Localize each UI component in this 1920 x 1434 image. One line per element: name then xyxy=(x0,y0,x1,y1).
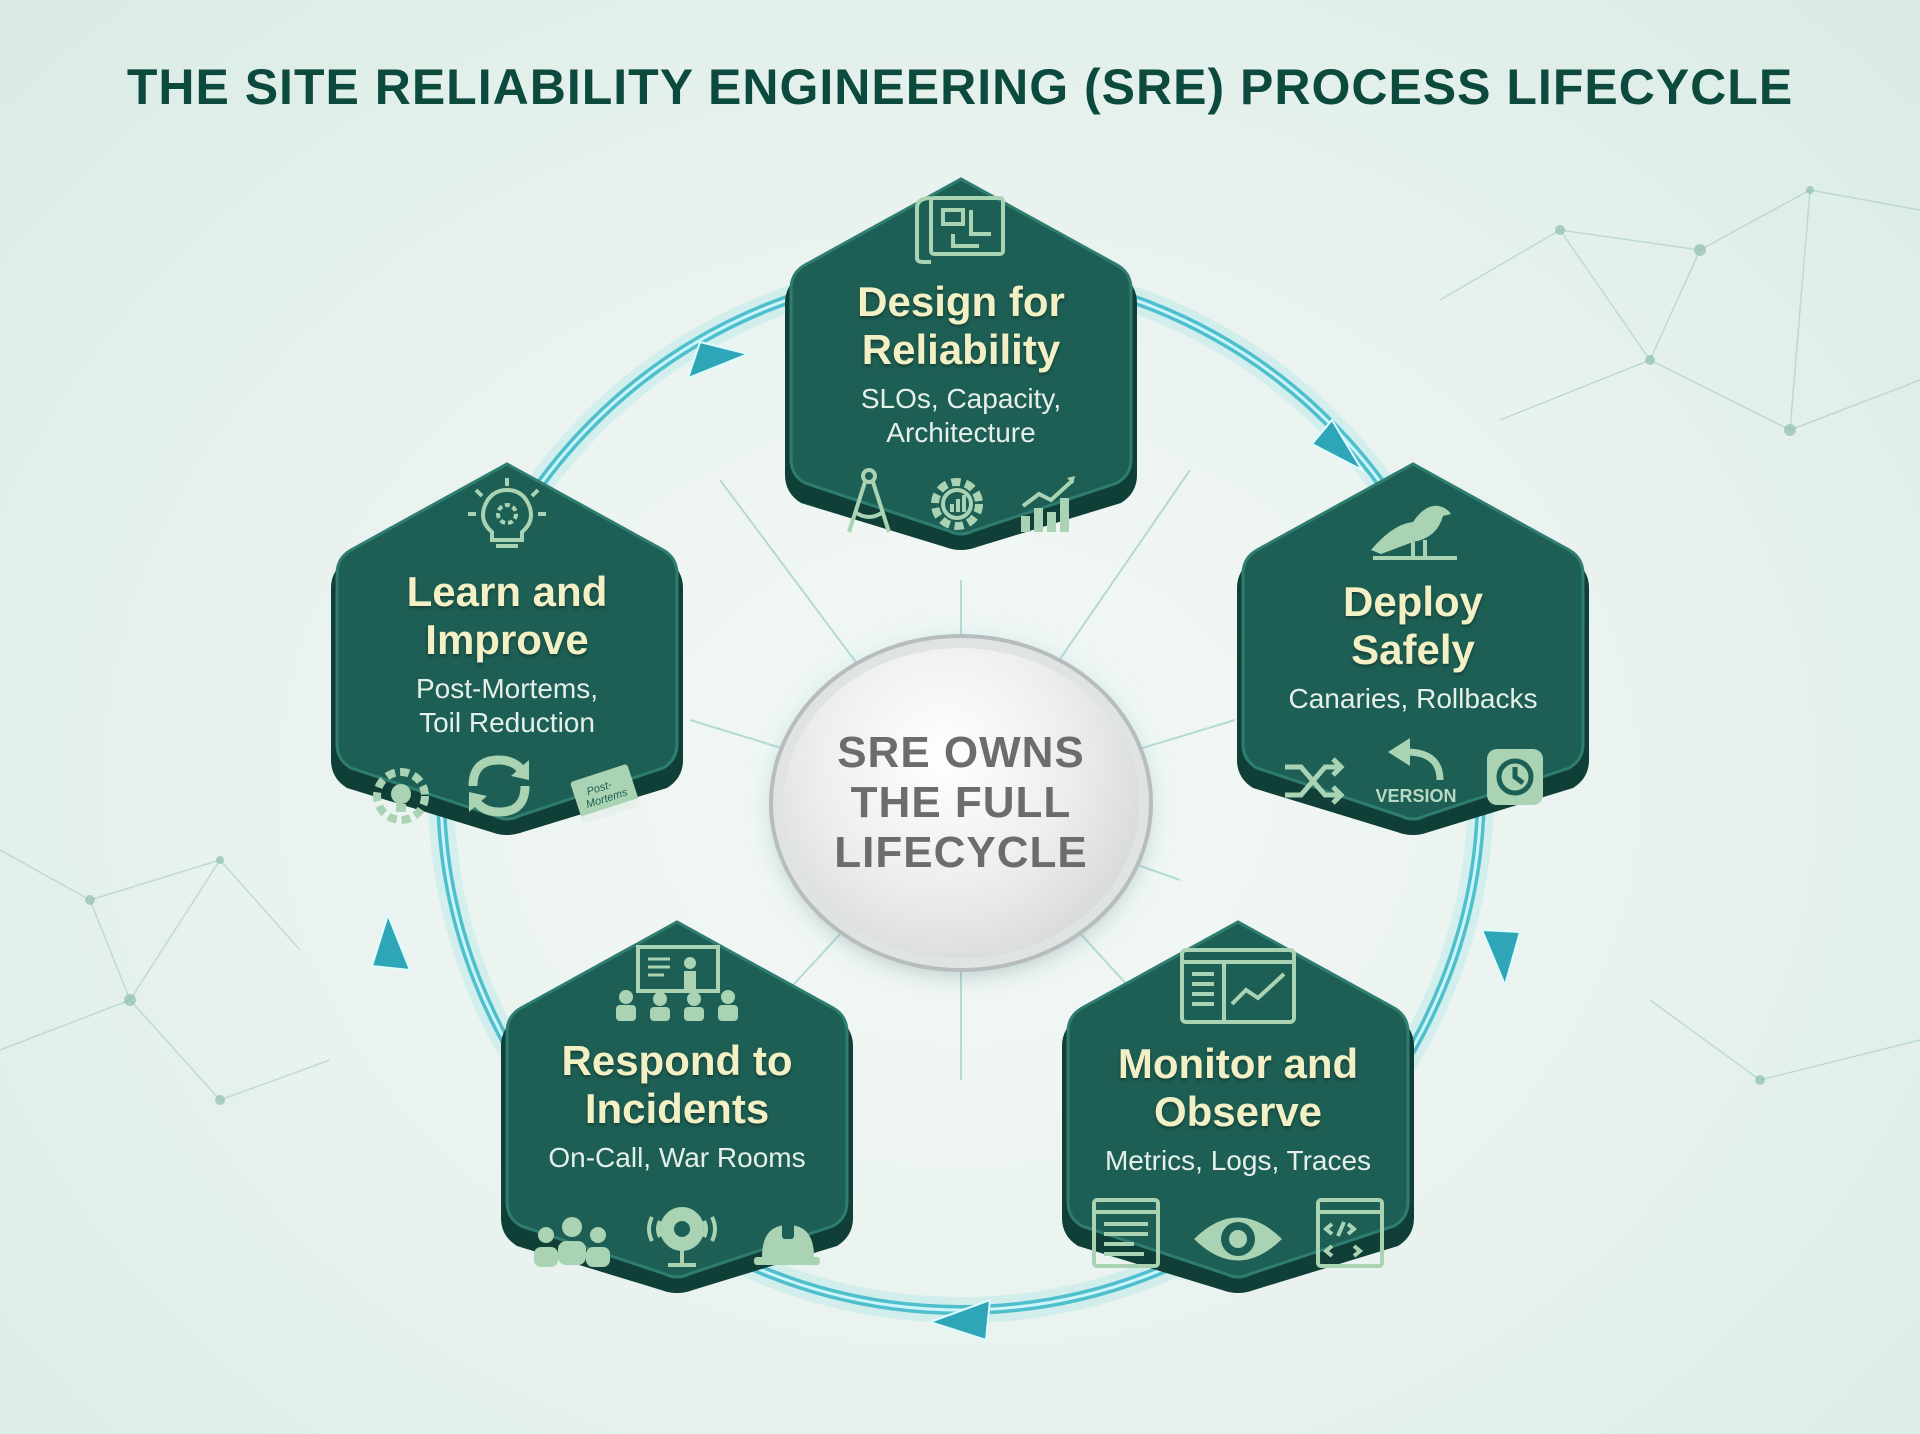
stage-title-line-1: Monitor and xyxy=(1117,1040,1359,1087)
undo-arrow-icon: VERSION xyxy=(1375,734,1457,807)
helmet-icon xyxy=(752,1217,822,1273)
gear-chart-icon xyxy=(925,472,989,536)
stage-learn-and-improve[interactable]: Learn and Improve Post-Mortems, Toil Red… xyxy=(307,460,707,840)
log-file-icon xyxy=(1090,1196,1162,1270)
stage-subtitle-line-1: SLOs, Capacity, xyxy=(860,383,1062,414)
stage-title-line-1: Respond to xyxy=(561,1037,793,1084)
page-title: THE SITE RELIABILITY ENGINEERING (SRE) P… xyxy=(126,59,1794,115)
bar-chart-icon xyxy=(1017,472,1081,536)
stage-monitor-and-observe[interactable]: Monitor and Observe Metrics, Logs, Trace… xyxy=(1038,918,1438,1298)
eye-icon xyxy=(1190,1208,1286,1270)
hexagon-tile xyxy=(501,920,853,1293)
blueprint-icon xyxy=(913,194,1009,264)
stage-title-line-2: Incidents xyxy=(584,1085,770,1132)
stage-title-line-2: Safely xyxy=(1351,625,1475,673)
hexagon-tile xyxy=(1062,920,1414,1293)
stage-subtitle-line-1: Post-Mortems, xyxy=(415,673,599,704)
shuffle-icon xyxy=(1281,755,1347,807)
stage-title-line-1: Design for xyxy=(857,278,1065,325)
hexagon-tile xyxy=(1237,462,1589,835)
center-label: SRE OWNS THE FULL LIFECYCLE xyxy=(834,728,1088,877)
stage-subtitle-line-1: Canaries, Rollbacks xyxy=(1288,682,1538,714)
hexagon-tile xyxy=(785,177,1137,550)
alarm-bell-icon xyxy=(640,1193,724,1273)
version-label: VERSION xyxy=(1375,785,1457,806)
stage-title-line-2: Observe xyxy=(1153,1088,1323,1135)
compass-icon xyxy=(841,468,897,536)
hexagon-tile xyxy=(331,462,683,835)
stage-subtitle-line-2: Architecture xyxy=(886,417,1036,448)
bulb-gear-icon xyxy=(371,766,431,826)
book-icon: Post- Mortems xyxy=(567,760,643,826)
stage-subtitle-line-1: On-Call, War Rooms xyxy=(548,1142,806,1173)
stage-subtitle-line-1: Metrics, Logs, Traces xyxy=(1104,1145,1372,1176)
code-file-icon xyxy=(1314,1196,1386,1270)
stage-deploy-safely[interactable]: Deploy Safely Canaries, Rollbacks VERSIO… xyxy=(1213,460,1613,840)
lightbulb-gear-icon xyxy=(462,474,552,554)
stage-title-line-1: Learn and xyxy=(406,568,608,615)
stage-respond-to-incidents[interactable]: Respond to Incidents On-Call, War Rooms xyxy=(477,918,877,1298)
dashboard-icon xyxy=(1178,946,1298,1026)
war-room-icon xyxy=(612,943,742,1023)
team-icon xyxy=(532,1213,612,1273)
canary-bird-icon xyxy=(1363,494,1463,564)
history-icon xyxy=(1485,747,1545,807)
stage-design-for-reliability[interactable]: Design for Reliability SLOs, Capacity, A… xyxy=(761,175,1161,555)
stage-title-line-1: Deploy xyxy=(1342,577,1484,625)
center-badge: SRE OWNS THE FULL LIFECYCLE xyxy=(783,648,1139,958)
stage-subtitle-line-2: Toil Reduction xyxy=(419,707,595,738)
stage-title-line-2: Reliability xyxy=(861,326,1061,373)
refresh-cycle-icon xyxy=(459,746,539,826)
stage-title-line-2: Improve xyxy=(425,616,589,663)
